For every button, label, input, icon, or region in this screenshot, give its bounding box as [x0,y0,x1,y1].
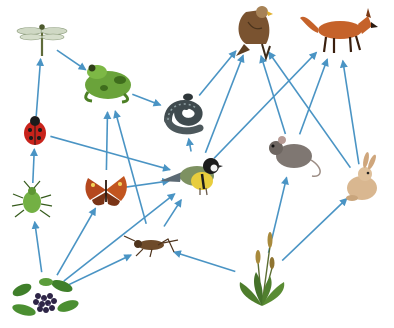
hawk-icon [236,6,273,62]
ladybug-icon [24,116,46,145]
arrow-butterfly-to-bird [125,177,171,188]
arrow-bird-to-hawk [204,54,245,154]
arrow-bird-to-snake [186,137,194,152]
arrow-dragonfly-to-frog [56,49,87,71]
arrow-aphid-to-ladybug [29,148,38,184]
arrow-elderberry-to-aphid [31,220,43,273]
arrow-cricket-to-bird [163,198,182,227]
arrow-ladybug-to-bird [50,135,171,172]
frog-icon [84,64,131,104]
fox-icon [300,8,378,53]
arrow-rabbit-to-hawk [267,51,352,169]
feeding-arrows [29,49,360,287]
great-tit-bird-icon [160,158,223,196]
arrow-plantain-to-cricket [172,250,236,273]
arrow-mouse-to-hawk [259,54,287,135]
rabbit-icon [346,152,377,201]
arrow-frog-to-snake [132,93,162,107]
arrow-elderberry-to-bird [63,193,176,282]
arrow-rabbit-to-fox [339,59,360,165]
arrow-mouse-to-fox [298,58,329,135]
arrow-elderberry-to-butterfly [56,207,97,276]
arrow-butterfly-to-frog [103,111,112,171]
cricket-icon [123,235,179,258]
snake-icon [164,93,204,135]
aphid-icon [11,180,53,218]
arrow-ladybug-to-dragonfly [35,57,45,117]
elderberry-plant-icon [12,278,79,316]
arrow-cricket-to-frog [113,110,147,225]
butterfly-icon [85,176,127,206]
arrow-elderberry-to-cricket [66,254,133,287]
arrow-bird-to-fox [213,51,318,159]
arrow-snake-to-hawk [198,50,237,97]
dragonfly-icon [16,24,68,56]
mouse-icon [269,136,321,177]
plantain-plant-icon [239,232,285,306]
arrow-plantain-to-rabbit [281,197,348,262]
